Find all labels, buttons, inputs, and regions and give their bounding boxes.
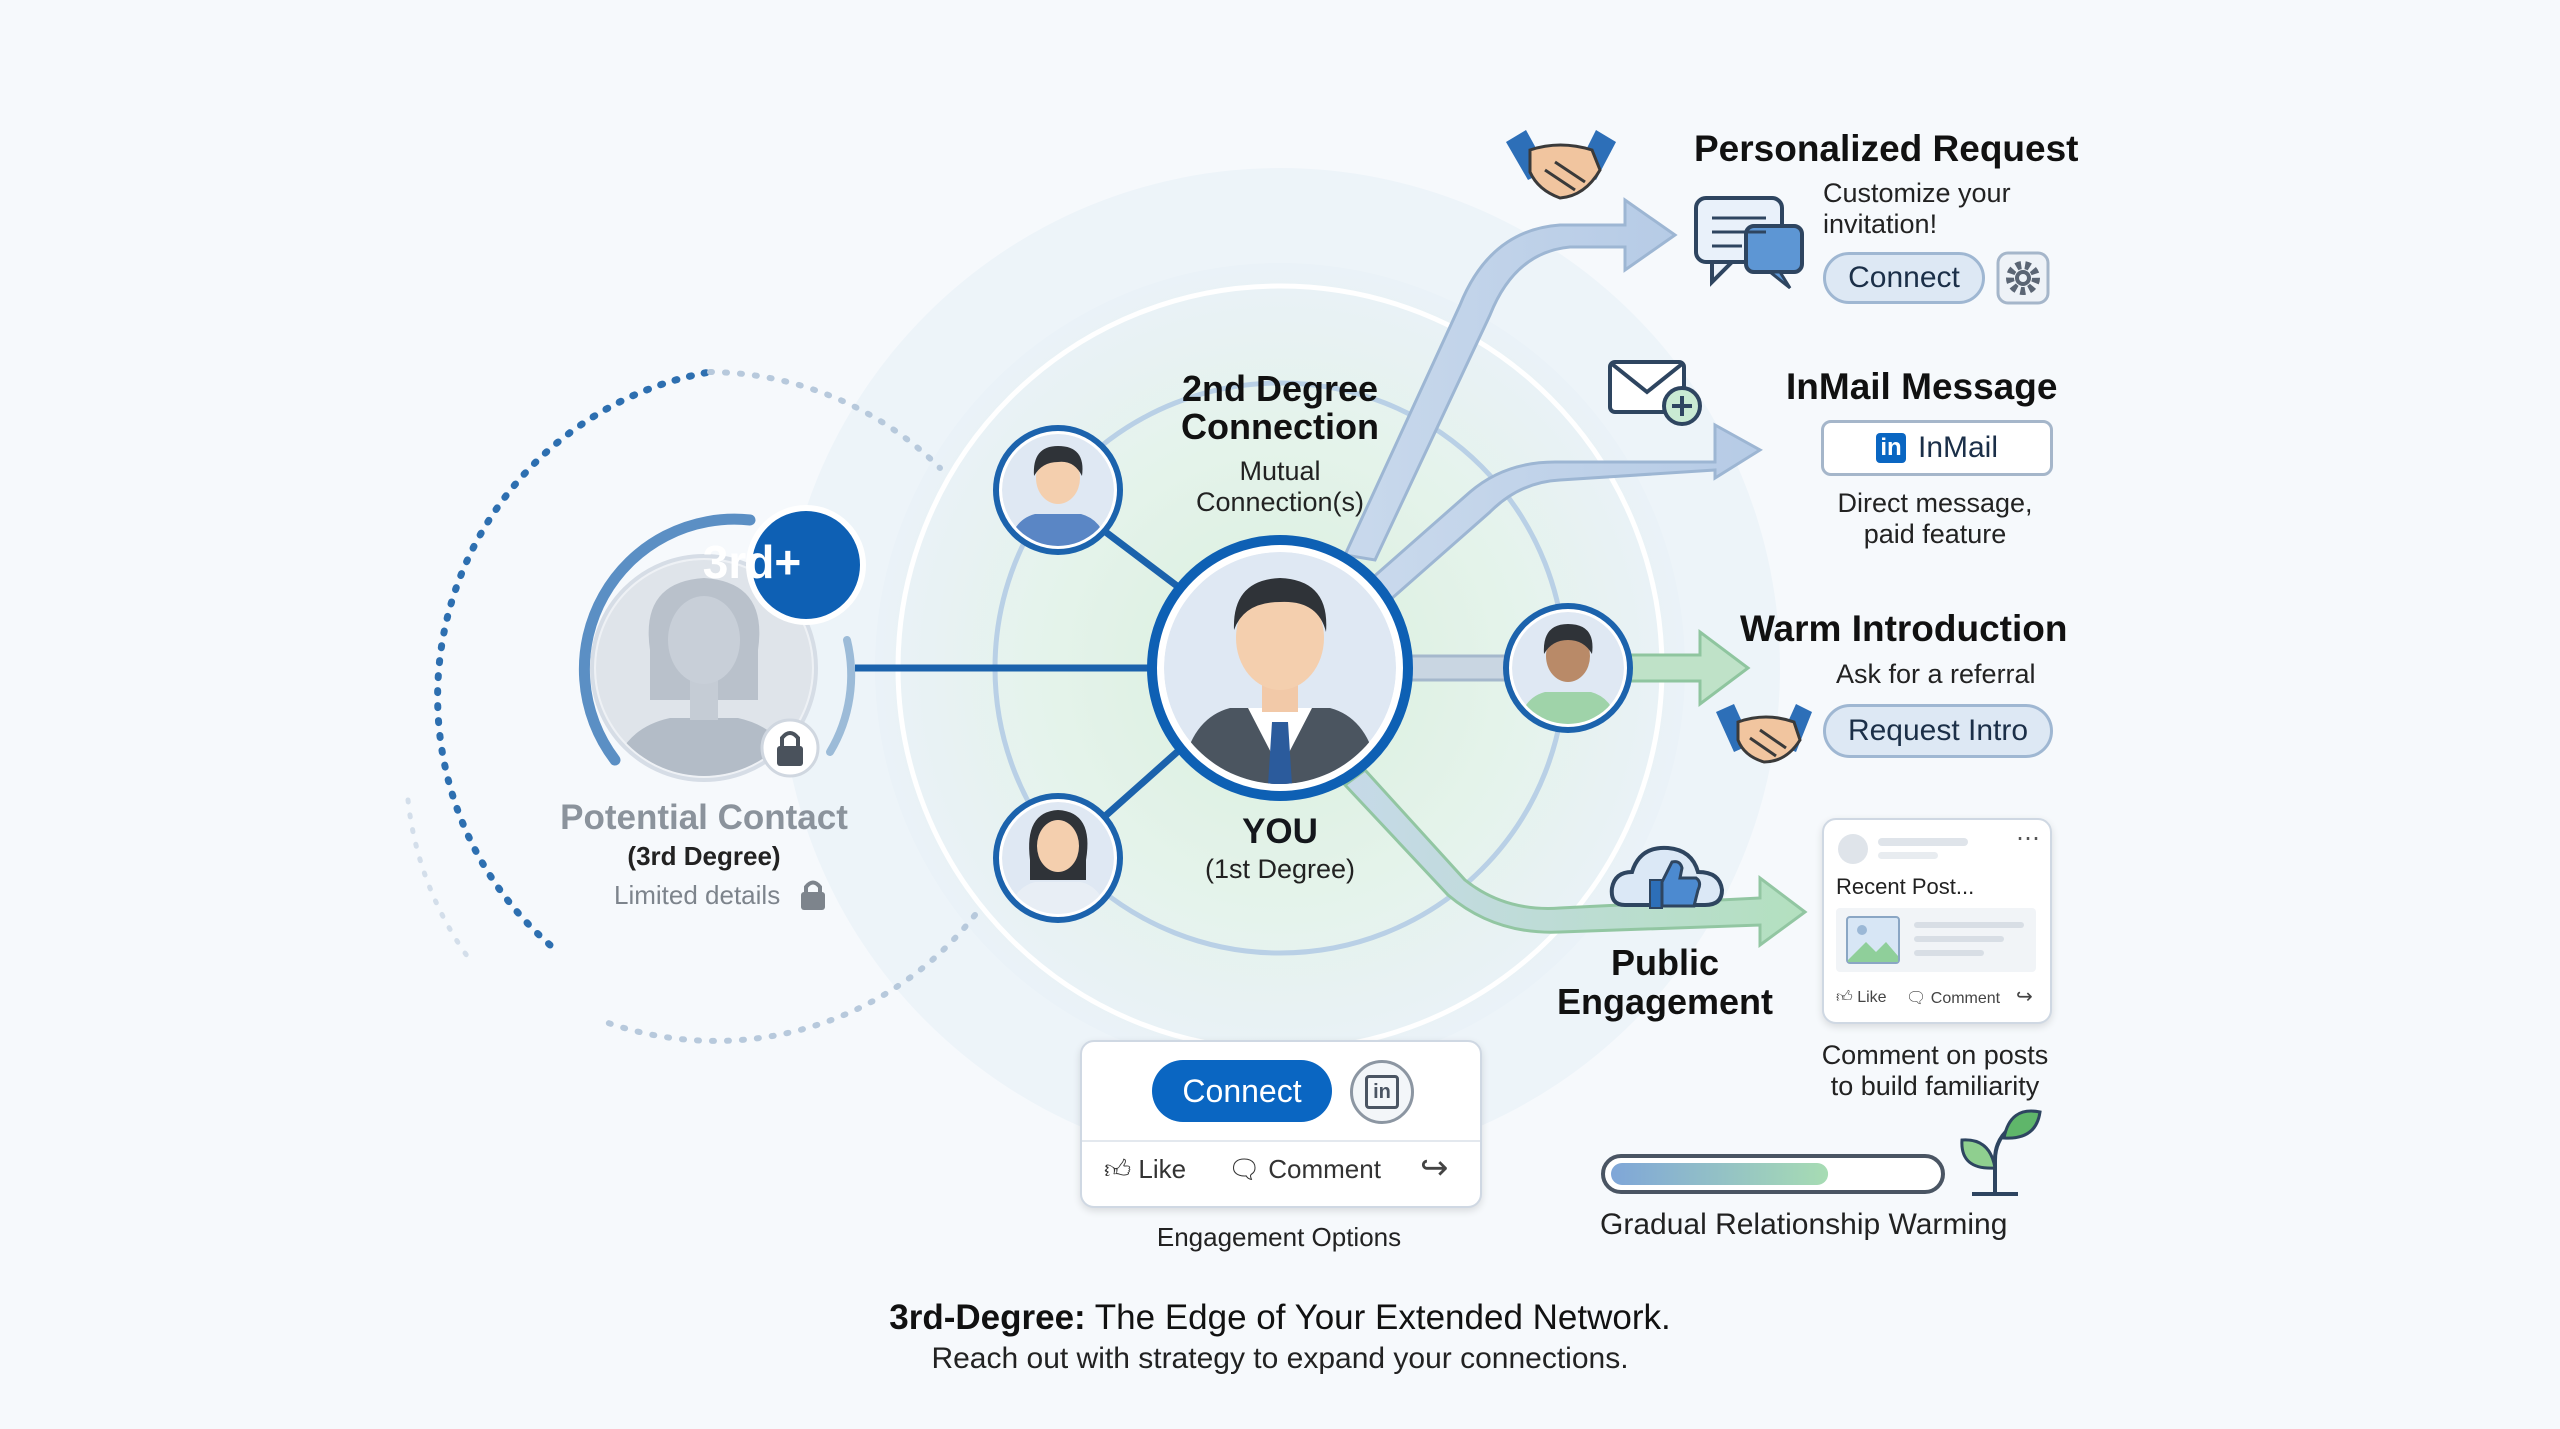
degree-badge-label: 3rd+ bbox=[702, 536, 802, 588]
card-divider bbox=[1082, 1140, 1480, 1142]
mutual-connections-line1: Mutual bbox=[1239, 456, 1321, 486]
public-engagement-title-line2: Engagement bbox=[1556, 981, 1774, 1022]
inmail-button[interactable]: in InMail bbox=[1821, 420, 2053, 476]
engagement-connect-button[interactable]: Connect bbox=[1152, 1060, 1332, 1122]
arrow-public bbox=[1342, 767, 1808, 948]
personalized-connect-button[interactable]: Connect bbox=[1823, 252, 1985, 304]
footer-subtitle: Reach out with strategy to expand your c… bbox=[931, 1342, 1629, 1375]
linkedin-icon: in bbox=[1875, 433, 1906, 463]
warm-intro-avatar bbox=[1512, 612, 1624, 724]
engagement-like-action[interactable]: 👍︎ Like bbox=[1104, 1154, 1187, 1184]
orbit-dots-faint bbox=[405, 797, 473, 963]
footer-title: 3rd-Degree: The Edge of Your Extended Ne… bbox=[889, 1298, 1671, 1337]
degree-badge-circle bbox=[746, 505, 866, 625]
engagement-options-caption: Engagement Options bbox=[1156, 1222, 1402, 1252]
post-like-action[interactable]: 👍︎ Like bbox=[1836, 989, 1887, 1006]
inmail-desc-line1: Direct message, bbox=[1837, 488, 2033, 518]
warm-intro-desc: Ask for a referral bbox=[1836, 659, 2036, 689]
second-degree-title-line2: Connection bbox=[1181, 406, 1379, 447]
potential-arc-right bbox=[826, 636, 856, 756]
you-degree: (1st Degree) bbox=[1204, 854, 1356, 884]
personalized-request-title: Personalized Request bbox=[1694, 128, 2079, 169]
orbit-dots-light-top bbox=[707, 369, 943, 471]
image-icon bbox=[1846, 916, 1900, 964]
inmail-button-label: InMail bbox=[1917, 431, 1999, 464]
inmail-title: InMail Message bbox=[1786, 366, 2058, 407]
post-comment-action[interactable]: 🗨︎ Comment bbox=[1906, 990, 2001, 1007]
link-second-bottom bbox=[1100, 742, 1188, 821]
warm-intro-title: Warm Introduction bbox=[1740, 608, 2068, 649]
post-meta-placeholder bbox=[1878, 852, 1938, 859]
request-intro-button[interactable]: Request Intro bbox=[1823, 704, 2053, 758]
personalized-request-desc-line2: invitation! bbox=[1823, 209, 1938, 239]
arrow-inmail bbox=[1367, 422, 1763, 603]
thumbs-up-icon: 👍︎ bbox=[1104, 1154, 1132, 1184]
potential-avatar bbox=[596, 560, 812, 776]
post-name-placeholder bbox=[1878, 838, 1968, 846]
potential-contact-degree: (3rd Degree) bbox=[627, 841, 781, 871]
warming-bar-fill bbox=[1611, 1163, 1829, 1185]
potential-arc bbox=[578, 513, 756, 766]
cloud-thumbs-up-icon bbox=[1609, 845, 1725, 909]
potential-contact-title: Potential Contact bbox=[560, 798, 848, 837]
you-avatar bbox=[1164, 552, 1396, 784]
comment-icon: 🗨︎ bbox=[1906, 990, 1927, 1007]
arrow-personalized bbox=[1342, 197, 1678, 562]
small-lock-icon bbox=[801, 880, 825, 910]
arrow-warm bbox=[1623, 629, 1751, 707]
inmail-desc-line2: paid feature bbox=[1863, 519, 2007, 549]
post-media bbox=[1836, 908, 2036, 972]
potential-contact-limited: Limited details bbox=[614, 880, 781, 910]
recent-post-card[interactable]: ⋯ Recent Post... 👍︎ Like 🗨︎ Comment ↪ bbox=[1822, 818, 2052, 1024]
orbit-dots-light-bottom bbox=[597, 912, 978, 1044]
gear-icon bbox=[1996, 251, 2050, 305]
link-second-top bbox=[1100, 527, 1188, 595]
public-engagement-desc-line1: Comment on posts bbox=[1821, 1040, 2049, 1070]
warming-label: Gradual Relationship Warming bbox=[1600, 1208, 2008, 1241]
handshake-icon-warm bbox=[1716, 704, 1812, 764]
orbit-dots-dark bbox=[434, 368, 714, 949]
linkedin-profile-button[interactable]: in bbox=[1350, 1060, 1414, 1124]
arrow-warm-stem bbox=[1408, 654, 1512, 682]
public-engagement-desc-line2: to build familiarity bbox=[1830, 1071, 2040, 1101]
personalized-request-desc-line1: Customize your bbox=[1823, 178, 2011, 208]
mutual-connections-line2: Connection(s) bbox=[1195, 487, 1365, 517]
you-label: YOU bbox=[1242, 812, 1318, 851]
sprout-icon bbox=[1960, 1109, 2042, 1196]
second-degree-title-line1: 2nd Degree bbox=[1181, 368, 1379, 409]
post-avatar bbox=[1838, 834, 1868, 864]
handshake-icon-top bbox=[1506, 130, 1616, 200]
post-share-icon[interactable]: ↪ bbox=[2016, 986, 2033, 1008]
engagement-comment-action[interactable]: 🗨︎ Comment bbox=[1228, 1154, 1381, 1184]
recent-post-label: Recent Post... bbox=[1836, 874, 1975, 899]
thumbs-up-icon: 👍︎ bbox=[1836, 989, 1853, 1006]
comment-icon: 🗨︎ bbox=[1228, 1154, 1262, 1184]
engagement-share-icon[interactable]: ↪ bbox=[1420, 1149, 1449, 1187]
public-engagement-title-line1: Public bbox=[1610, 942, 1720, 983]
chat-bubble-icon bbox=[1694, 196, 1804, 290]
linkedin-outline-icon: in bbox=[1365, 1075, 1399, 1109]
lock-icon bbox=[777, 731, 803, 766]
engagement-options-card: Connect in 👍︎ Like 🗨︎ Comment ↪ bbox=[1080, 1040, 1482, 1208]
more-options-icon[interactable]: ⋯ bbox=[2016, 825, 2040, 852]
envelope-plus-icon bbox=[1608, 360, 1702, 426]
